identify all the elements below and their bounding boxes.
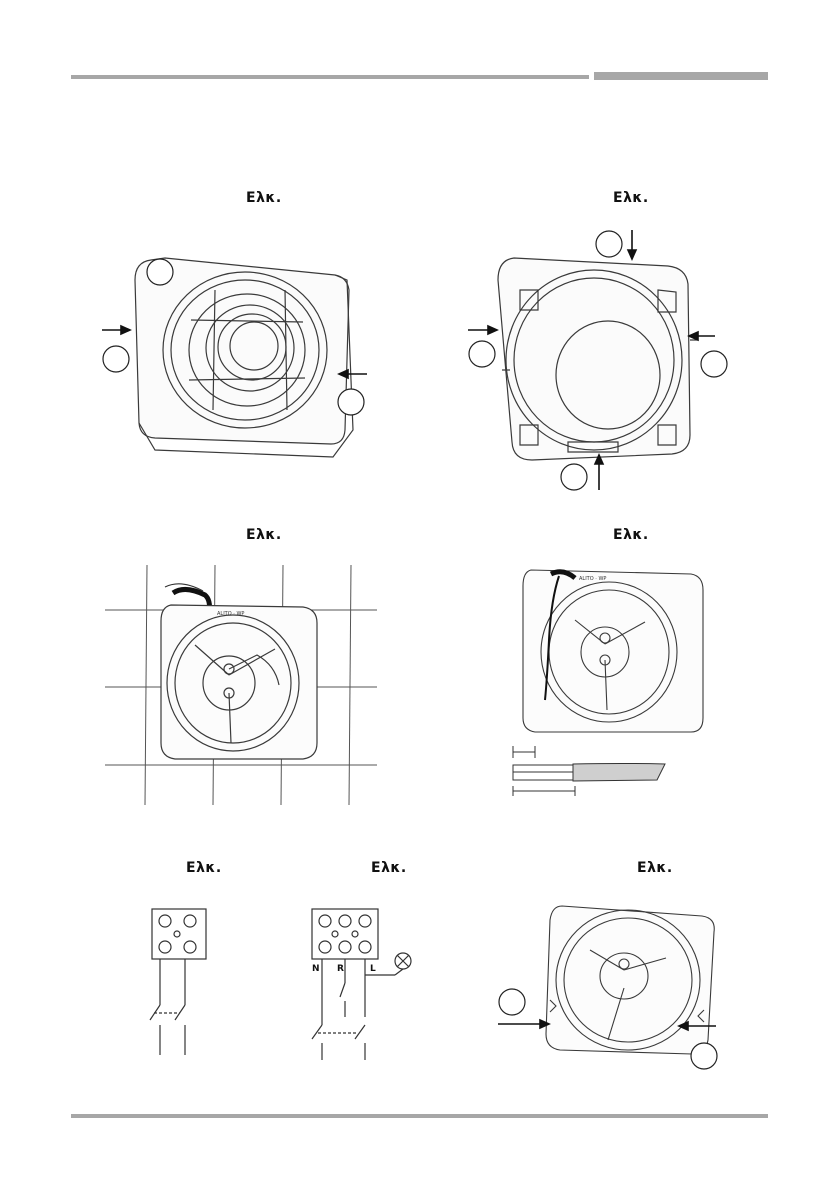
footer-rule <box>71 1114 768 1118</box>
callout-circle <box>103 346 129 372</box>
callout-circle <box>691 1043 717 1069</box>
figure-label: Ελκ. <box>186 860 222 876</box>
cable-routing-illustration: ALITO · WP <box>505 560 715 805</box>
figure-label: Ελκ. <box>613 190 649 206</box>
callout-circle <box>147 259 173 285</box>
figure-label: Ελκ. <box>246 190 282 206</box>
header-rule-left <box>71 75 589 79</box>
wiring-3pin-diagram: N R L <box>300 905 420 1065</box>
front-cover-illustration <box>95 250 375 470</box>
figure-label: Ελκ. <box>246 527 282 543</box>
base-frame-illustration <box>458 220 740 495</box>
terminal-l-label: L <box>370 964 376 974</box>
callout-circle <box>596 231 622 257</box>
callout-circle <box>499 989 525 1015</box>
header-rule-right <box>594 72 768 80</box>
terminal-n-label: N <box>312 964 320 974</box>
terminal-r-label: R <box>337 964 344 974</box>
cover-release-illustration <box>490 900 735 1080</box>
figure-label: Ελκ. <box>637 860 673 876</box>
figure-label: Ελκ. <box>613 527 649 543</box>
figure-label: Ελκ. <box>371 860 407 876</box>
callout-circle <box>338 389 364 415</box>
callout-circle <box>701 351 727 377</box>
product-marking: ALITO · WP <box>579 576 606 582</box>
wiring-2pin-diagram <box>140 905 220 1065</box>
wall-mounted-illustration: ALITO · WP <box>105 565 377 805</box>
callout-circle <box>469 341 495 367</box>
callout-circle <box>561 464 587 490</box>
product-marking: ALITO · WP <box>217 611 244 617</box>
